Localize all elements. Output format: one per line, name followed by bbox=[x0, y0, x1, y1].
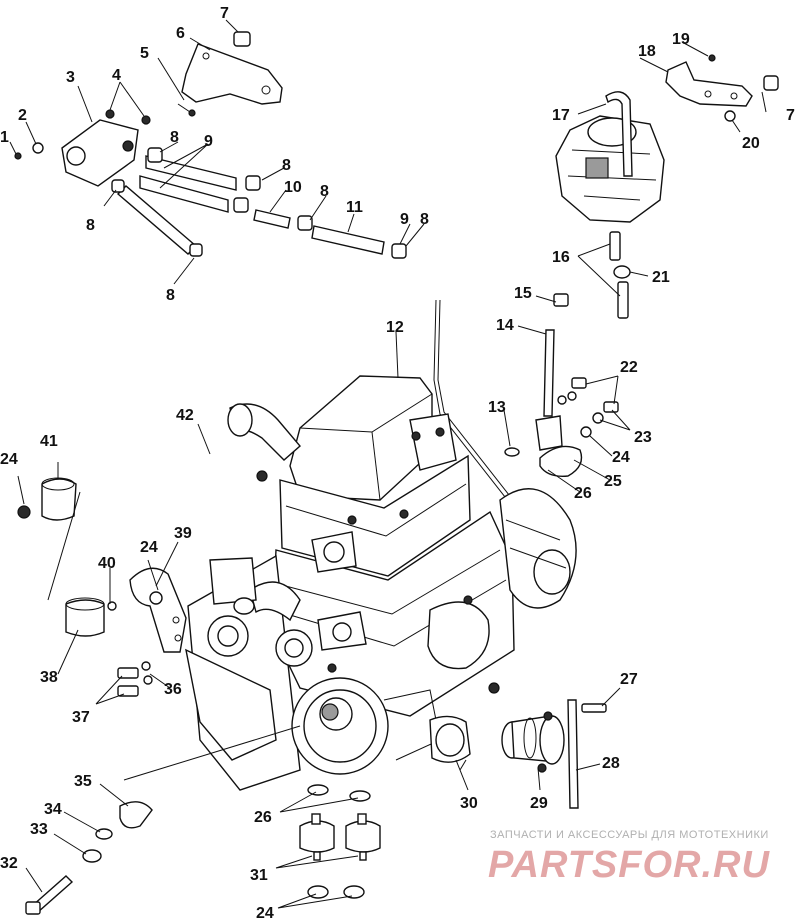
callout-33: 33 bbox=[30, 821, 48, 838]
callout-35: 35 bbox=[74, 773, 92, 790]
callout-22: 22 bbox=[620, 359, 638, 376]
callout-36: 36 bbox=[164, 681, 182, 698]
callout-41: 41 bbox=[40, 433, 58, 450]
engine-block bbox=[185, 299, 577, 791]
callout-23: 23 bbox=[634, 429, 652, 446]
callout-8-e: 8 bbox=[86, 217, 95, 234]
intake-boot bbox=[501, 711, 565, 773]
callout-9-a: 9 bbox=[204, 133, 213, 150]
callout-21: 21 bbox=[652, 269, 670, 286]
engine-mounts-left bbox=[17, 477, 187, 697]
callout-40: 40 bbox=[98, 555, 116, 572]
callout-9-b: 9 bbox=[400, 211, 409, 228]
fuel-pump-assembly bbox=[14, 31, 407, 259]
callout-8-d: 8 bbox=[420, 211, 429, 228]
callout-29: 29 bbox=[530, 795, 548, 812]
callout-8-a: 8 bbox=[170, 129, 179, 146]
callout-6: 6 bbox=[176, 25, 185, 42]
callout-18: 18 bbox=[638, 43, 656, 60]
callout-25: 25 bbox=[604, 473, 622, 490]
callout-24-a: 24 bbox=[0, 451, 18, 468]
mount-bolt-stack bbox=[25, 801, 153, 915]
callout-8-c: 8 bbox=[320, 183, 329, 200]
callout-30: 30 bbox=[460, 795, 478, 812]
callout-8-b: 8 bbox=[282, 157, 291, 174]
callout-24-b: 24 bbox=[140, 539, 158, 556]
callout-17: 17 bbox=[552, 107, 570, 124]
callout-26-b: 26 bbox=[254, 809, 272, 826]
callout-8-f: 8 bbox=[166, 287, 175, 304]
dipstick-and-bolt bbox=[567, 699, 607, 809]
callout-24-c: 24 bbox=[612, 449, 630, 466]
callout-39: 39 bbox=[174, 525, 192, 542]
callout-15: 15 bbox=[514, 285, 532, 302]
callout-labels: 1 2 3 4 5 6 7 7 8 8 8 8 8 8 9 9 10 11 12… bbox=[0, 5, 795, 921]
carburetor-assembly bbox=[555, 54, 779, 319]
callout-4: 4 bbox=[112, 67, 121, 84]
callout-42: 42 bbox=[176, 407, 194, 424]
engine-mounts-bottom bbox=[299, 784, 381, 899]
callout-10: 10 bbox=[284, 179, 302, 196]
watermark-logo: PARTSFOR.RU bbox=[488, 844, 770, 886]
callout-7-top: 7 bbox=[220, 5, 229, 22]
callout-24-d: 24 bbox=[256, 905, 274, 921]
callout-38: 38 bbox=[40, 669, 58, 686]
callout-1: 1 bbox=[0, 129, 9, 146]
callout-13: 13 bbox=[488, 399, 506, 416]
callout-14: 14 bbox=[496, 317, 514, 334]
throttle-linkage-parts bbox=[504, 293, 619, 477]
callout-27: 27 bbox=[620, 671, 638, 688]
callout-31: 31 bbox=[250, 867, 268, 884]
callout-12: 12 bbox=[386, 319, 404, 336]
callout-28: 28 bbox=[602, 755, 620, 772]
callout-37: 37 bbox=[72, 709, 90, 726]
callout-2: 2 bbox=[18, 107, 27, 124]
callout-16: 16 bbox=[552, 249, 570, 266]
callout-3: 3 bbox=[66, 69, 75, 86]
callout-7-right: 7 bbox=[786, 107, 795, 124]
callout-11: 11 bbox=[346, 199, 363, 216]
watermark-caption: ЗАПЧАСТИ И АКСЕССУАРЫ ДЛЯ МОТОТЕХНИКИ bbox=[490, 829, 769, 841]
callout-34: 34 bbox=[44, 801, 62, 818]
callout-20: 20 bbox=[742, 135, 760, 152]
callout-5: 5 bbox=[140, 45, 149, 62]
leader-lines bbox=[9, 19, 767, 909]
callout-26-a: 26 bbox=[574, 485, 592, 502]
callout-19: 19 bbox=[672, 31, 690, 48]
callout-32: 32 bbox=[0, 855, 18, 872]
